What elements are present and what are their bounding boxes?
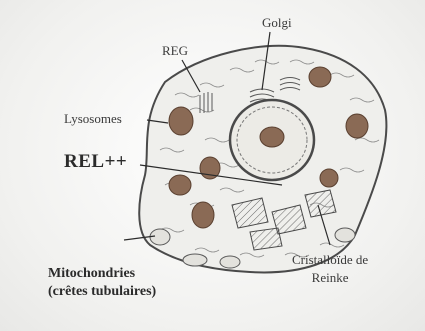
label-mitochondries: Mitochondries (crêtes tubulaires) (48, 266, 156, 300)
label-cristalloide: Cristalloïde de Reinke (292, 253, 368, 286)
nucleolus (260, 127, 284, 147)
label-reg: REG (162, 44, 188, 58)
label-cristalloide-line1: Cristalloïde de (292, 253, 368, 267)
label-mitochondries-line1: Mitochondries (48, 266, 156, 281)
label-rel: REL++ (64, 152, 127, 173)
label-mitochondries-line2: (crêtes tubulaires) (48, 284, 156, 299)
label-cristalloide-line2: Reinke (292, 271, 368, 285)
label-golgi: Golgi (262, 16, 292, 30)
nucleus (230, 100, 314, 180)
label-lysosomes: Lysosomes (64, 112, 122, 126)
